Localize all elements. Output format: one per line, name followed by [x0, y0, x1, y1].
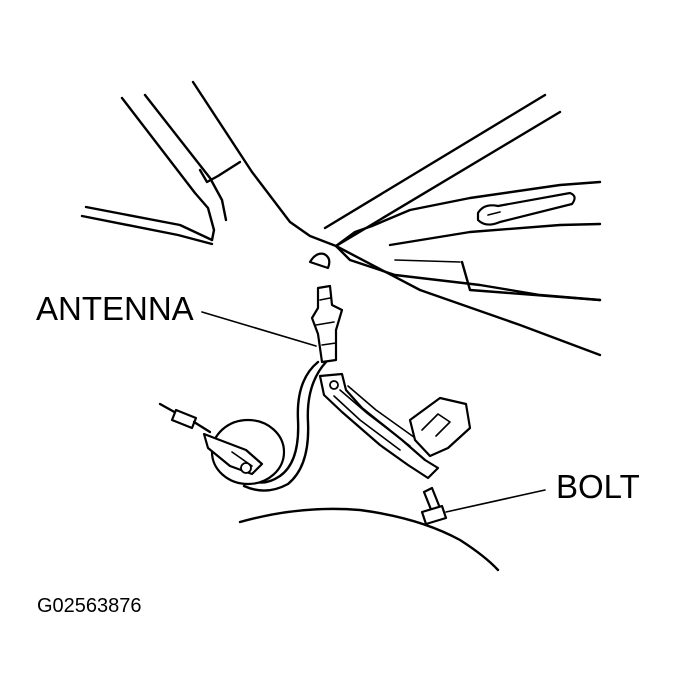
grommet [202, 418, 286, 486]
bracket [318, 372, 472, 480]
figure-code-label: G02563876 [37, 595, 142, 617]
wiper-arm [370, 180, 602, 302]
antenna-cable [242, 360, 328, 492]
a-pillar [80, 80, 338, 248]
bolt-part [420, 486, 448, 526]
antenna-leader-line [201, 311, 317, 347]
bolt-leader-line [445, 489, 546, 513]
antenna-body [310, 284, 344, 364]
body-panel [238, 507, 500, 572]
antenna-label: ANTENNA [36, 290, 194, 327]
leader-lines [201, 311, 546, 513]
feeder-plug [158, 402, 212, 434]
antenna-cap [308, 252, 331, 270]
bolt-label: BOLT [556, 468, 640, 505]
